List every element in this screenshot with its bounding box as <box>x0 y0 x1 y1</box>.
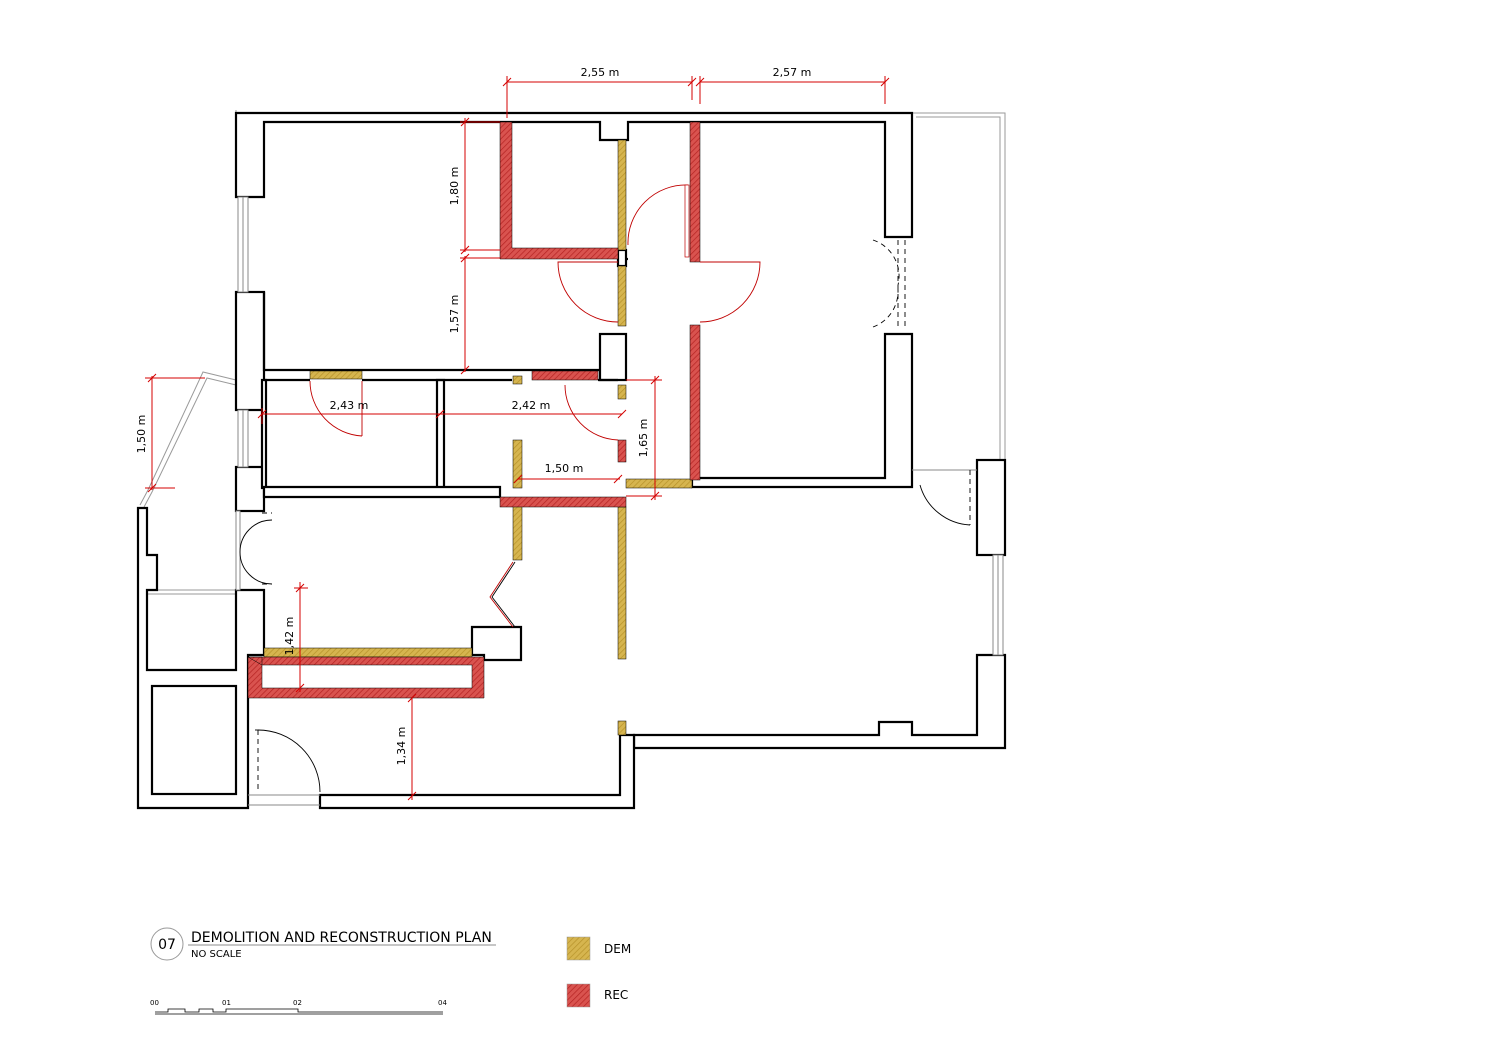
legend: DEM REC <box>566 936 631 1008</box>
drawing-title: DEMOLITION AND RECONSTRUCTION PLAN <box>191 930 492 946</box>
reconstruction-walls <box>247 121 701 699</box>
rec-wall <box>247 656 485 699</box>
dem-wall <box>617 139 627 251</box>
dem-wall <box>617 506 627 660</box>
dem-wall <box>617 384 627 400</box>
demolition-walls <box>263 139 693 736</box>
dim-vert-b: 1,57 m <box>448 295 461 334</box>
scale-bar: 00 01 02 04 <box>150 999 447 1015</box>
title-block: 07 DEMOLITION AND RECONSTRUCTION PLAN NO… <box>150 927 496 961</box>
rec-wall <box>531 370 599 381</box>
dimension-labels: 2,55 m 2,57 m 1,80 m 1,57 m 1,50 m 2,43 … <box>135 66 811 765</box>
dimension-lines <box>145 76 890 801</box>
scale-label-1: 01 <box>222 999 231 1007</box>
scale-label-3: 04 <box>438 999 447 1007</box>
rec-wall <box>689 121 701 263</box>
balcony-outlines <box>139 110 1006 595</box>
legend-label-dem: DEM <box>604 942 631 956</box>
scale-label-0: 00 <box>150 999 159 1007</box>
dim-hall-vert: 1,65 m <box>637 419 650 458</box>
walls <box>136 111 1007 810</box>
dim-mid-left: 2,43 m <box>330 399 369 412</box>
dem-wall <box>617 720 627 736</box>
rec-wall <box>499 496 627 508</box>
dim-vert-left: 1,50 m <box>135 415 148 454</box>
windows <box>235 196 1004 806</box>
drawing-number: 07 <box>158 937 176 953</box>
dim-bottom: 1,34 m <box>395 727 408 766</box>
dim-top-left: 2,55 m <box>581 66 620 79</box>
dem-wall <box>512 439 523 489</box>
rec-wall <box>499 121 619 260</box>
legend-swatch-rec <box>566 983 591 1008</box>
dim-vert-a: 1,80 m <box>448 167 461 206</box>
dim-kitchen: 1,42 m <box>283 617 296 656</box>
dem-wall <box>512 504 523 561</box>
dem-wall <box>625 478 693 489</box>
dim-top-right: 2,57 m <box>773 66 812 79</box>
scale-label-2: 02 <box>293 999 302 1007</box>
dim-mid-right: 2,42 m <box>512 399 551 412</box>
dim-hall: 1,50 m <box>545 462 584 475</box>
legend-swatch-dem <box>566 936 591 961</box>
doors <box>239 184 971 793</box>
rec-wall <box>617 439 627 463</box>
dem-wall <box>512 375 523 385</box>
dem-wall <box>309 370 363 380</box>
drawing-number-circle <box>150 927 184 961</box>
dem-wall <box>617 265 627 327</box>
legend-label-rec: REC <box>604 988 628 1002</box>
drawing-subtitle: NO SCALE <box>191 949 242 960</box>
rec-wall <box>689 324 701 481</box>
